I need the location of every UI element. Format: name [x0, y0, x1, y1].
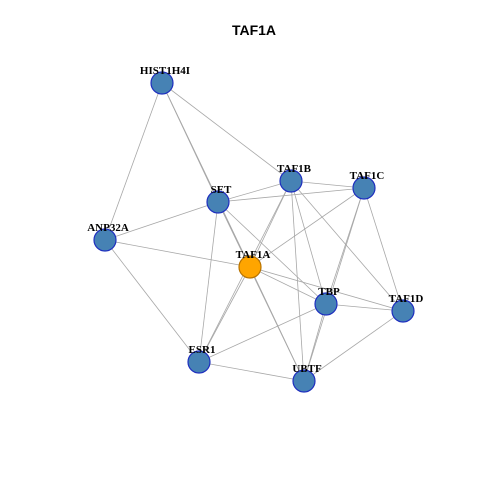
edge-taf1b-taf1c [290, 180, 365, 189]
node-label-taf1a: TAF1A [236, 249, 271, 261]
edge-hist1h4i-taf1b [161, 82, 292, 182]
edge-tbp-taf1d [325, 303, 404, 312]
edge-layer [104, 82, 404, 382]
edge-set-taf1b [217, 180, 292, 203]
node-label-hist1h4i: HIST1H4I [140, 65, 190, 77]
node-label-taf1d: TAF1D [389, 293, 424, 305]
node-label-esr1: ESR1 [189, 344, 216, 356]
edge-set-tbp [217, 201, 327, 305]
node-ubtf [292, 369, 316, 393]
node-layer [93, 71, 415, 393]
graph-title: TAF1A [232, 22, 276, 38]
node-label-ubtf: UBTF [292, 363, 322, 375]
node-tbp [314, 292, 338, 316]
edge-set-taf1c [217, 187, 365, 203]
edge-taf1a-tbp [249, 266, 327, 305]
node-label-tbp: TBP [318, 286, 340, 298]
node-taf1b [279, 169, 303, 193]
node-anp32a [93, 228, 117, 252]
edge-taf1b-taf1a [249, 180, 292, 268]
edge-esr1-ubtf [198, 361, 305, 382]
edge-taf1b-tbp [290, 180, 327, 305]
node-taf1c [352, 176, 376, 200]
node-taf1a [238, 255, 262, 279]
edge-taf1c-taf1a [249, 187, 365, 268]
edge-taf1a-taf1d [249, 266, 404, 312]
edge-set-anp32a [104, 201, 219, 241]
edge-tbp-esr1 [198, 303, 327, 363]
edge-set-esr1 [198, 201, 219, 363]
node-label-anp32a: ANP32A [87, 222, 129, 234]
node-taf1d [391, 299, 415, 323]
node-label-set: SET [211, 184, 232, 196]
edge-anp32a-taf1a [104, 239, 251, 268]
node-hist1h4i [150, 71, 174, 95]
node-esr1 [187, 350, 211, 374]
edge-anp32a-esr1 [104, 239, 200, 363]
edge-taf1b-taf1d [290, 180, 404, 312]
edge-taf1c-ubtf [303, 187, 365, 382]
node-set [206, 190, 230, 214]
edge-taf1a-ubtf [249, 266, 305, 382]
label-layer: HIST1H4I TAF1B TAF1C SET ANP32A TAF1A TBP TAF1D… [87, 65, 423, 375]
edge-taf1c-taf1d [363, 187, 404, 312]
edge-hist1h4i-anp32a [104, 82, 163, 241]
edge-taf1d-ubtf [303, 310, 404, 382]
edge-taf1a-esr1 [198, 266, 251, 363]
node-label-taf1c: TAF1C [350, 170, 385, 182]
node-label-taf1b: TAF1B [277, 163, 312, 175]
edge-tbp-ubtf [303, 303, 327, 382]
